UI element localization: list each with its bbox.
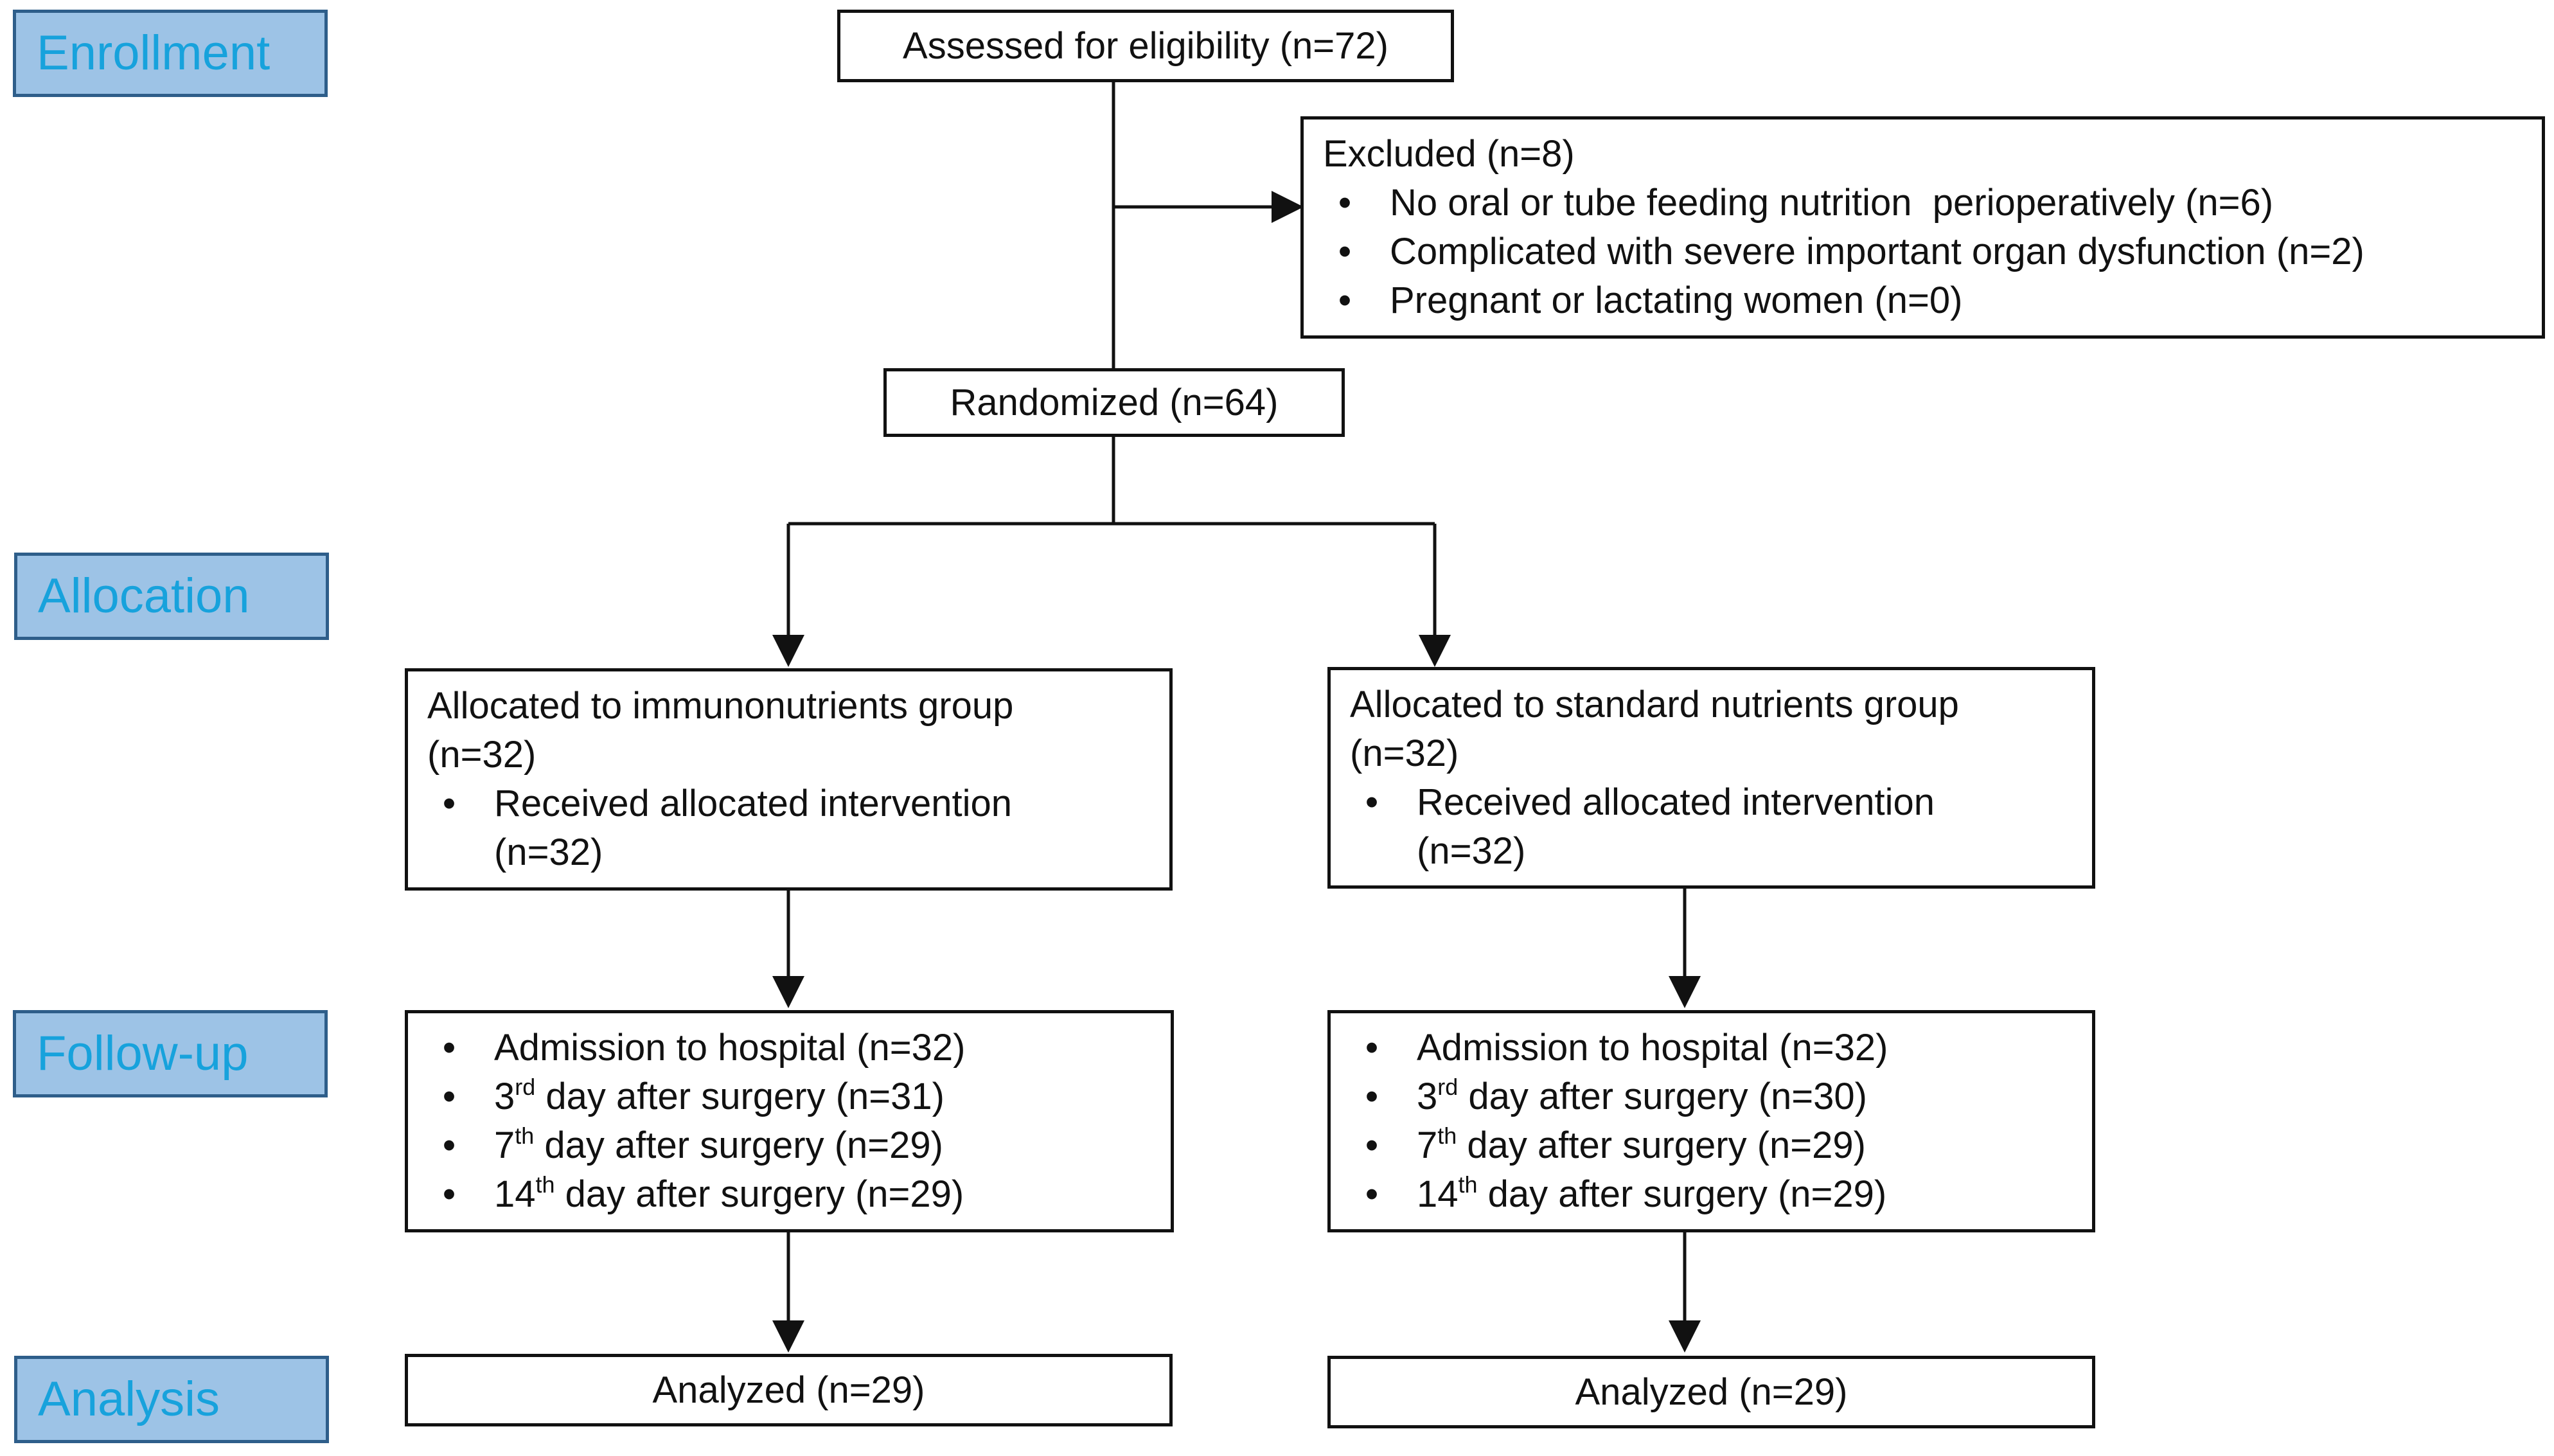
follow-up-item: • Admission to hospital (n=32) <box>1350 1024 2073 1072</box>
assessed-box: Assessed for eligibility (n=72) <box>837 10 1454 82</box>
allocation-box-standard: Allocated to standard nutrients group (n… <box>1327 667 2095 889</box>
ordinal-suffix: th <box>1437 1123 1457 1149</box>
ordinal-suffix: rd <box>515 1074 536 1100</box>
follow-up-item-text: day after surgery (n=30) <box>1458 1076 1867 1117</box>
exclusion-reason-text: No oral or tube feeding nutrition periop… <box>1390 182 2274 224</box>
analyzed-text: Analyzed (n=29) <box>1575 1371 1848 1413</box>
randomized-box: Randomized (n=64) <box>883 368 1345 437</box>
exclusion-reasons-list: • No oral or tube feeding nutrition perio… <box>1323 179 2523 325</box>
analysis-box-standard: Analyzed (n=29) <box>1327 1356 2095 1428</box>
exclusion-reason: • No oral or tube feeding nutrition perio… <box>1323 179 2523 227</box>
follow-up-item-text: day after surgery (n=29) <box>1477 1173 1887 1215</box>
exclusion-reason: • Complicated with severe important organ… <box>1323 227 2523 276</box>
excluded-title: Excluded (n=8) <box>1323 133 1575 175</box>
analyzed-text: Analyzed (n=29) <box>652 1369 925 1411</box>
allocation-count: (n=32) <box>1350 732 1459 774</box>
follow-up-item: • 3rd day after surgery (n=30) <box>1350 1072 2073 1121</box>
allocation-detail: • Received allocated intervention (n=32) <box>1350 778 2073 876</box>
follow-up-item-text: day after surgery (n=29) <box>534 1124 943 1166</box>
follow-up-list: • Admission to hospital (n=32) • 3rd day a… <box>1350 1024 2073 1219</box>
randomized-text: Randomized (n=64) <box>950 381 1279 423</box>
stage-label-analysis: Analysis <box>14 1356 329 1443</box>
bullet-icon: • <box>1365 1027 1379 1069</box>
follow-up-day-number: 3 <box>1417 1076 1438 1117</box>
stage-label-follow-up-text: Follow-up <box>37 1026 249 1081</box>
follow-up-list: • Admission to hospital (n=32) • 3rd day a… <box>427 1024 1151 1219</box>
assessed-text: Assessed for eligibility (n=72) <box>903 24 1388 67</box>
follow-up-day-number: 7 <box>1417 1124 1438 1166</box>
allocation-details-list: • Received allocated intervention (n=32) <box>427 779 1150 877</box>
allocation-title: Allocated to standard nutrients group <box>1350 684 1959 725</box>
follow-up-day-number: 14 <box>494 1173 536 1215</box>
follow-up-item: • 14th day after surgery (n=29) <box>427 1170 1151 1219</box>
analysis-box-immunonutrients: Analyzed (n=29) <box>405 1354 1173 1426</box>
bullet-icon: • <box>442 1124 456 1166</box>
bullet-icon: • <box>442 783 456 824</box>
allocation-detail: • Received allocated intervention (n=32) <box>427 779 1150 877</box>
follow-up-item: • Admission to hospital (n=32) <box>427 1024 1151 1072</box>
ordinal-suffix: rd <box>1437 1074 1459 1100</box>
stage-label-allocation: Allocation <box>14 553 329 640</box>
follow-up-item: • 7th day after surgery (n=29) <box>427 1121 1151 1170</box>
follow-up-item-text: day after surgery (n=29) <box>554 1173 964 1215</box>
follow-up-box-standard: • Admission to hospital (n=32) • 3rd day a… <box>1327 1010 2095 1232</box>
exclusion-reason-text: Pregnant or lactating women (n=0) <box>1390 280 1963 321</box>
exclusion-reason: • Pregnant or lactating women (n=0) <box>1323 276 2523 325</box>
bullet-icon: • <box>1338 182 1352 224</box>
ordinal-suffix: th <box>515 1123 535 1149</box>
follow-up-item-text: day after surgery (n=31) <box>535 1076 944 1117</box>
allocation-details-list: • Received allocated intervention (n=32) <box>1350 778 2073 876</box>
follow-up-day-number: 14 <box>1417 1173 1459 1215</box>
received-count: (n=32) <box>1417 830 1526 872</box>
received-label: Received allocated intervention <box>1417 781 1935 823</box>
stage-label-enrollment: Enrollment <box>13 10 328 97</box>
allocation-title: Allocated to immunonutrients group <box>427 685 1014 727</box>
follow-up-day-number: 3 <box>494 1076 515 1117</box>
bullet-icon: • <box>1338 231 1352 272</box>
bullet-icon: • <box>1365 1124 1379 1166</box>
bullet-icon: • <box>1365 781 1379 823</box>
received-count: (n=32) <box>494 831 603 873</box>
bullet-icon: • <box>442 1027 456 1069</box>
follow-up-item-text: Admission to hospital (n=32) <box>494 1027 966 1069</box>
exclusion-reason-text: Complicated with severe important organ … <box>1390 231 2364 272</box>
bullet-icon: • <box>1365 1076 1379 1117</box>
follow-up-item-text: Admission to hospital (n=32) <box>1417 1027 1888 1069</box>
bullet-icon: • <box>1338 280 1352 321</box>
excluded-box: Excluded (n=8) • No oral or tube feeding … <box>1300 116 2545 339</box>
ordinal-suffix: th <box>535 1171 555 1198</box>
stage-label-analysis-text: Analysis <box>38 1372 220 1426</box>
stage-label-allocation-text: Allocation <box>38 569 250 623</box>
follow-up-item: • 7th day after surgery (n=29) <box>1350 1121 2073 1170</box>
stage-label-follow-up: Follow-up <box>13 1010 328 1097</box>
follow-up-box-immunonutrients: • Admission to hospital (n=32) • 3rd day a… <box>405 1010 1174 1232</box>
bullet-icon: • <box>1365 1173 1379 1215</box>
bullet-icon: • <box>442 1076 456 1117</box>
allocation-box-immunonutrients: Allocated to immunonutrients group (n=32… <box>405 668 1173 891</box>
follow-up-item: • 3rd day after surgery (n=31) <box>427 1072 1151 1121</box>
follow-up-item-text: day after surgery (n=29) <box>1457 1124 1866 1166</box>
stage-label-enrollment-text: Enrollment <box>37 26 270 80</box>
bullet-icon: • <box>442 1173 456 1215</box>
follow-up-day-number: 7 <box>494 1124 515 1166</box>
received-label: Received allocated intervention <box>494 783 1013 824</box>
follow-up-item: • 14th day after surgery (n=29) <box>1350 1170 2073 1219</box>
ordinal-suffix: th <box>1458 1171 1478 1198</box>
allocation-count: (n=32) <box>427 734 537 776</box>
